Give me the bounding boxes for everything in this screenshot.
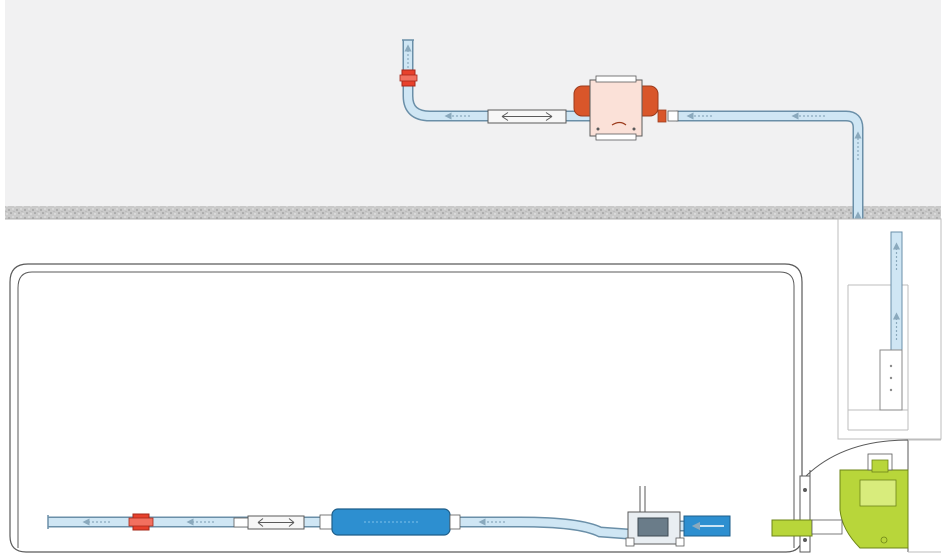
ceiling-void [5, 0, 941, 208]
cabinet-outline [9, 263, 803, 553]
corner-base [799, 439, 909, 553]
bottom-check-valve [128, 513, 154, 531]
bottom-silencer [233, 515, 305, 530]
ceiling-pump [573, 75, 679, 141]
inline-pump [319, 508, 461, 536]
ceiling-board [5, 206, 941, 219]
top-silencer [487, 109, 567, 124]
float-reservoir [771, 453, 909, 549]
pump-intake-unit [625, 486, 685, 547]
cabinet-inner-outline [17, 271, 795, 548]
wall-drain-pipe [879, 231, 903, 411]
top-check-valve [399, 69, 418, 87]
top-pipe-run-fill [404, 40, 862, 265]
inflow-pipe [683, 515, 731, 537]
